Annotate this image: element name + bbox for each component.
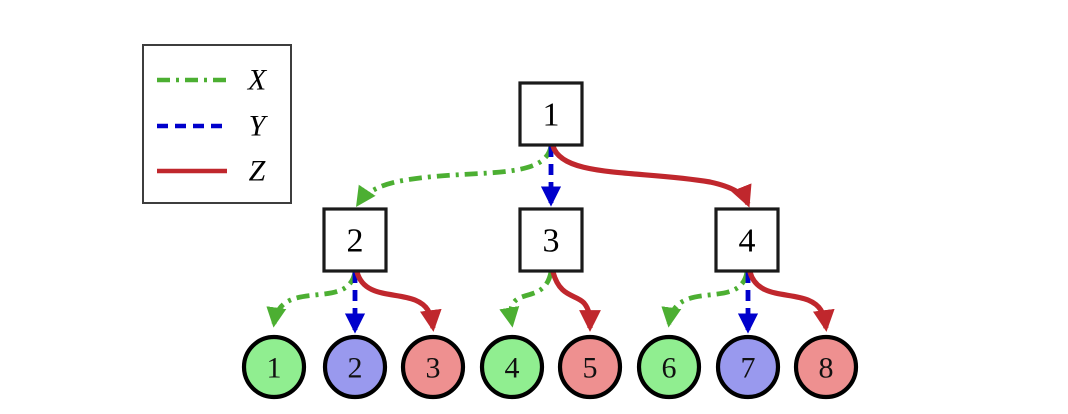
- node-internal-3[interactable]: 3: [518, 207, 584, 273]
- leaf-node-8-label: 8: [819, 352, 834, 385]
- leaf-node-2-label: 2: [348, 352, 363, 385]
- leaf-node-7-shape: [715, 334, 781, 400]
- edge-2-to-L1: [266, 271, 358, 328]
- leaf-node-6[interactable]: 6: [636, 334, 702, 400]
- leaf-node-1[interactable]: 1: [241, 334, 307, 400]
- node-internal-3-label: 3: [543, 223, 560, 260]
- leaf-node-4-shape: [479, 334, 545, 400]
- leaf-node-8-shape: [793, 334, 859, 400]
- edge-3-to-L5: [550, 271, 601, 332]
- leaf-node-4[interactable]: 4: [479, 334, 545, 400]
- edge-2-to-L3: [354, 271, 442, 332]
- node-root-1[interactable]: 1: [518, 81, 584, 147]
- nodes-layer: 1 2 3 4 1 2 3 4 5 6 7 8: [241, 81, 859, 400]
- legend-entry-Z[interactable]: Z: [157, 155, 266, 188]
- leaf-node-3[interactable]: 3: [400, 334, 466, 400]
- leaf-node-6-label: 6: [662, 352, 677, 385]
- leaf-node-5-shape: [557, 334, 623, 400]
- node-internal-4-shape: [714, 207, 780, 273]
- node-internal-4[interactable]: 4: [714, 207, 780, 273]
- edge-1-to-4: [550, 144, 752, 208]
- node-root-1-shape: [518, 81, 584, 147]
- leaf-node-5-label: 5: [583, 352, 598, 385]
- leaf-node-4-label: 4: [505, 352, 520, 385]
- leaf-node-5[interactable]: 5: [557, 334, 623, 400]
- legend-label-Y: Y: [249, 110, 269, 143]
- leaf-node-7-label: 7: [741, 352, 756, 385]
- legend-panel: XYZ: [142, 44, 292, 204]
- node-internal-4-label: 4: [739, 223, 756, 260]
- edge-3-to-L4: [499, 271, 554, 328]
- leaf-node-1-label: 1: [267, 352, 282, 385]
- leaf-node-6-shape: [636, 334, 702, 400]
- leaf-node-2-shape: [322, 334, 388, 400]
- node-root-1-label: 1: [543, 97, 560, 134]
- leaf-node-3-label: 3: [426, 352, 441, 385]
- leaf-node-2[interactable]: 2: [322, 334, 388, 400]
- leaf-node-1-shape: [241, 334, 307, 400]
- node-internal-2[interactable]: 2: [322, 207, 388, 273]
- edge-4-to-L8: [747, 271, 835, 332]
- node-internal-2-label: 2: [347, 223, 364, 260]
- node-internal-3-shape: [518, 207, 584, 273]
- edge-4-to-L6: [661, 271, 750, 328]
- node-internal-2-shape: [322, 207, 388, 273]
- leaf-node-8[interactable]: 8: [793, 334, 859, 400]
- leaf-node-3-shape: [400, 334, 466, 400]
- legend-entry-X[interactable]: X: [157, 64, 268, 97]
- legend-entry-Y[interactable]: Y: [157, 110, 269, 143]
- leaf-node-7[interactable]: 7: [715, 334, 781, 400]
- edge-1-to-2: [355, 145, 554, 208]
- legend-label-Z: Z: [249, 155, 266, 188]
- legend-label-X: X: [247, 64, 268, 97]
- edges-layer: [266, 144, 835, 334]
